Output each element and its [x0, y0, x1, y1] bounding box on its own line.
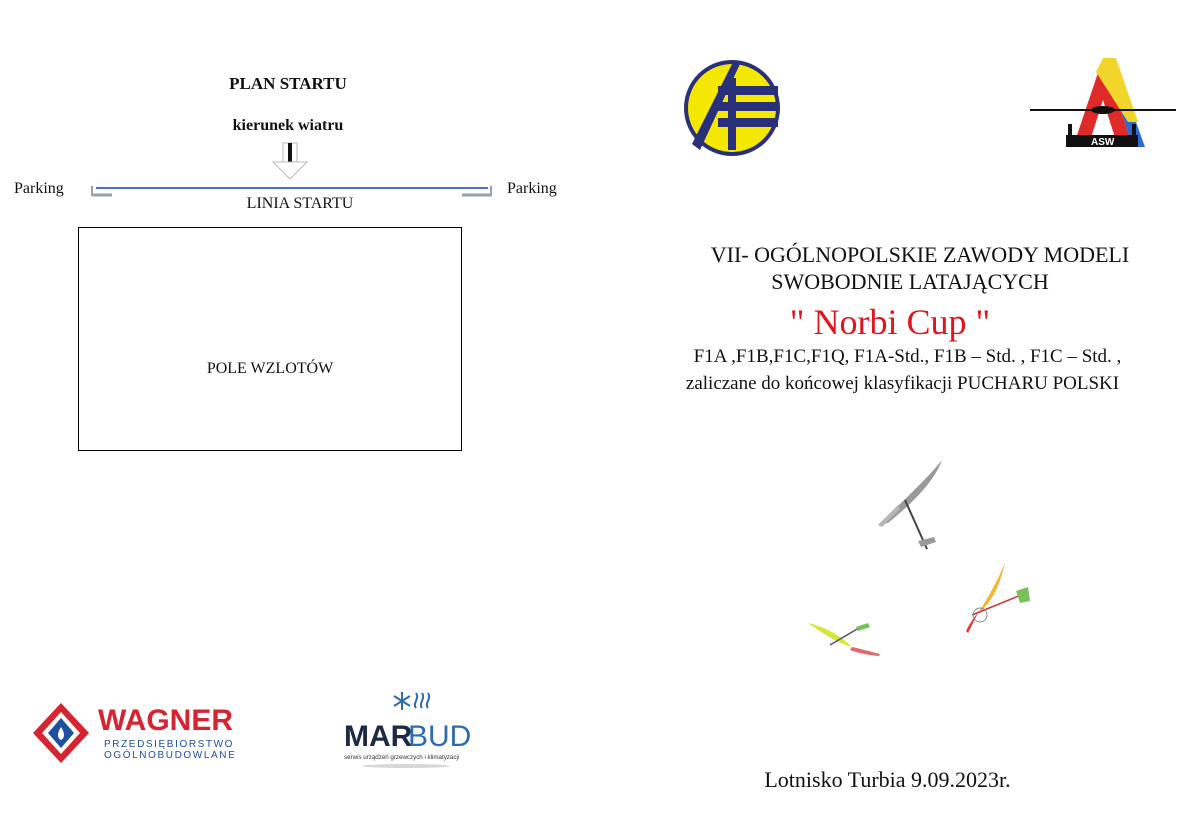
wagner-sub2: OGÓLNOBUDOWLANE — [104, 748, 236, 761]
asw-logo: ASW — [1030, 58, 1176, 148]
event-title-line1: VII- OGÓLNOPOLSKIE ZAWODY MODELI — [710, 242, 1130, 267]
wind-direction-arrow-icon — [272, 142, 308, 180]
marbud-logo: MAR BUD serwis urządzeń grzewczych i kli… — [344, 692, 471, 768]
plan-title: PLAN STARTU — [229, 74, 347, 93]
heat-waves-icon — [413, 692, 431, 709]
launch-field: POLE WZLOTÓW — [78, 227, 462, 451]
parking-right-label: Parking — [507, 180, 557, 197]
wind-direction-label: kierunek wiatru — [232, 117, 344, 134]
classification-note: zaliczane do końcowej klasyfikacji PUCHA… — [685, 373, 1120, 394]
parking-left-label: Parking — [14, 180, 64, 197]
wagner-sub1: PRZEDSIĘBIORSTWO — [104, 739, 234, 750]
competition-classes: F1A ,F1B,F1C,F1Q, F1A-Std., F1B – Std. ,… — [693, 346, 1122, 367]
event-title-line2: SWOBODNIE LATAJĄCYCH — [771, 269, 1049, 294]
launch-field-label: POLE WZLOTÓW — [206, 360, 334, 377]
marbud-tagline: serwis urządzeń grzewczych i klimatyzacj… — [344, 754, 459, 761]
model-aircraft-illustration — [808, 460, 1030, 656]
start-line-label: LINIA STARTU — [246, 195, 354, 212]
wagner-logo: WAGNER PRZEDSIĘBIORSTWO OGÓLNOBUDOWLANE — [33, 703, 236, 763]
wagner-name: WAGNER — [98, 704, 233, 737]
marbud-name-b: BUD — [408, 720, 471, 753]
venue-and-date: Lotnisko Turbia 9.09.2023r. — [764, 767, 1011, 792]
snowflake-icon — [393, 692, 411, 710]
asw-text: ASW — [1091, 137, 1115, 148]
start-line — [91, 186, 492, 197]
club-emblem-logo — [684, 60, 780, 156]
marbud-name-a: MAR — [344, 720, 413, 753]
cup-name: " Norbi Cup " — [789, 302, 991, 342]
